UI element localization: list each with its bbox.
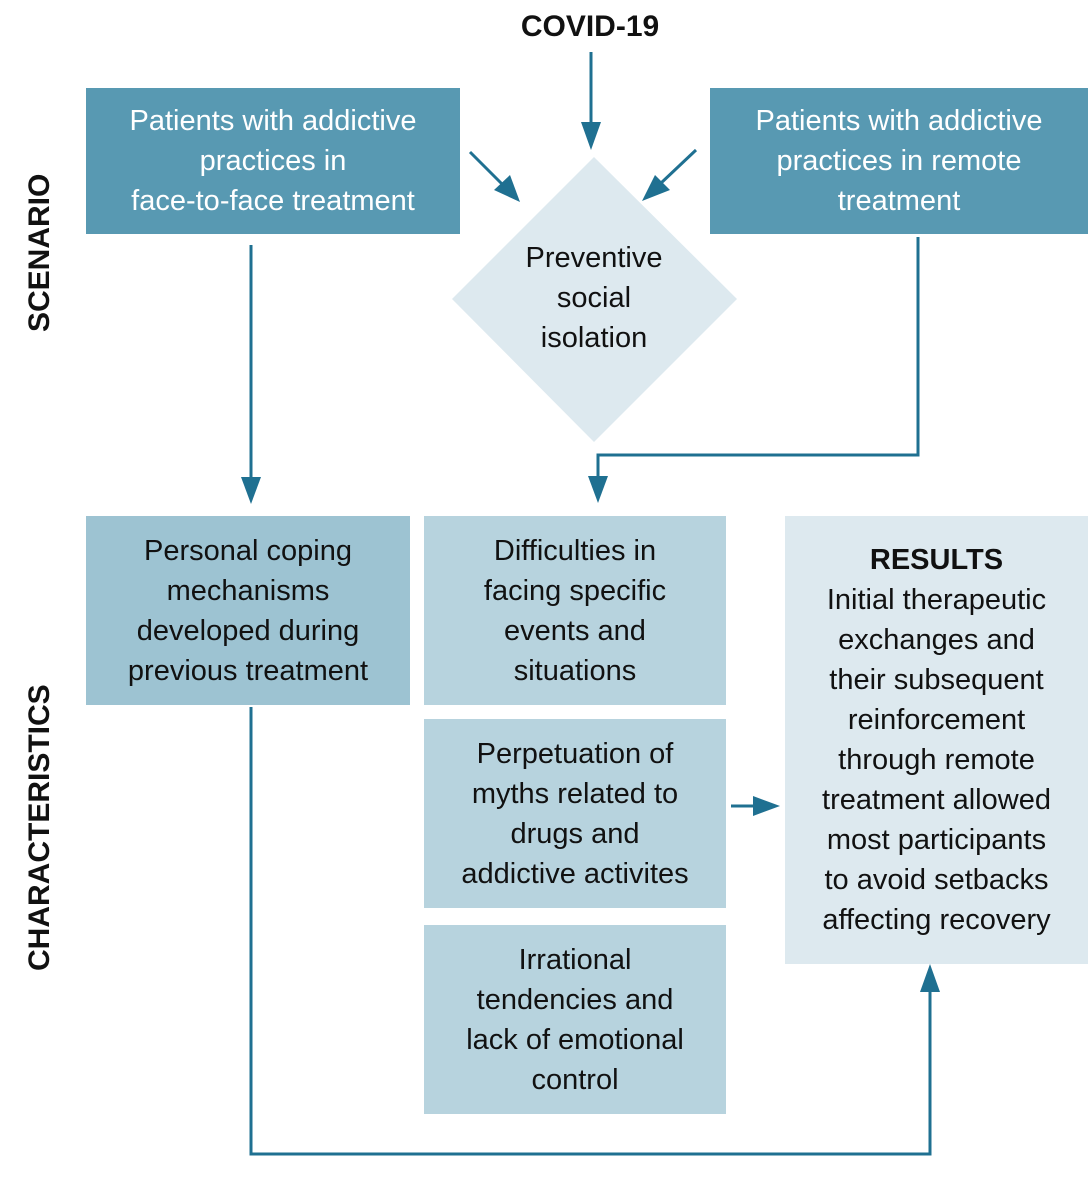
irrational-tendencies-text: Irrational tendencies and lack of emotio… — [466, 943, 684, 1096]
face-to-face-arrowhead-icon — [494, 175, 520, 202]
results-arrowhead-icon — [753, 796, 780, 816]
personal-coping-text: Personal coping mechanisms developed dur… — [127, 534, 369, 687]
results-title: RESULTS — [869, 544, 1004, 576]
personal-coping-box: Personal coping mechanisms developed dur… — [86, 516, 410, 705]
coping-results-arrowhead-icon — [920, 964, 940, 992]
preventive-isolation-diamond — [452, 157, 737, 442]
coping-arrowhead-icon — [241, 477, 261, 504]
preventive-isolation-text: Preventive social isolation — [525, 242, 663, 354]
results-text: Initial therapeutic exchanges and their … — [822, 584, 1051, 936]
face-to-face-patients-text: Patients with addictive practices in fac… — [129, 105, 417, 217]
results-box: RESULTS Initial therapeutic exchanges an… — [785, 516, 1088, 964]
coping-to-results-arrow — [249, 707, 932, 1156]
covid-arrowhead-icon — [581, 122, 601, 150]
remote-to-difficulties-arrow — [596, 237, 920, 478]
remote-patients-text: Patients with addictive practices in rem… — [755, 105, 1043, 217]
face-to-face-to-isolation-arrow — [468, 150, 505, 187]
diamond-shape — [452, 157, 737, 442]
myths-box: Perpetuation of myths related to drugs a… — [424, 719, 726, 908]
irrational-tendencies-box: Irrational tendencies and lack of emotio… — [424, 925, 726, 1114]
difficulties-text: Difficulties in facing specific events a… — [483, 534, 667, 687]
myths-text: Perpetuation of myths related to drugs a… — [461, 737, 689, 890]
covid-19-label: COVID-19 — [520, 10, 660, 43]
difficulties-box: Difficulties in facing specific events a… — [424, 516, 726, 705]
face-to-face-patients-box: Patients with addictive practices in fac… — [86, 88, 460, 234]
difficulties-arrowhead-icon — [588, 476, 608, 503]
remote-patients-box: Patients with addictive practices in rem… — [710, 88, 1088, 234]
remote-to-isolation-arrow — [658, 148, 698, 186]
remote-arrowhead-icon — [642, 175, 670, 201]
